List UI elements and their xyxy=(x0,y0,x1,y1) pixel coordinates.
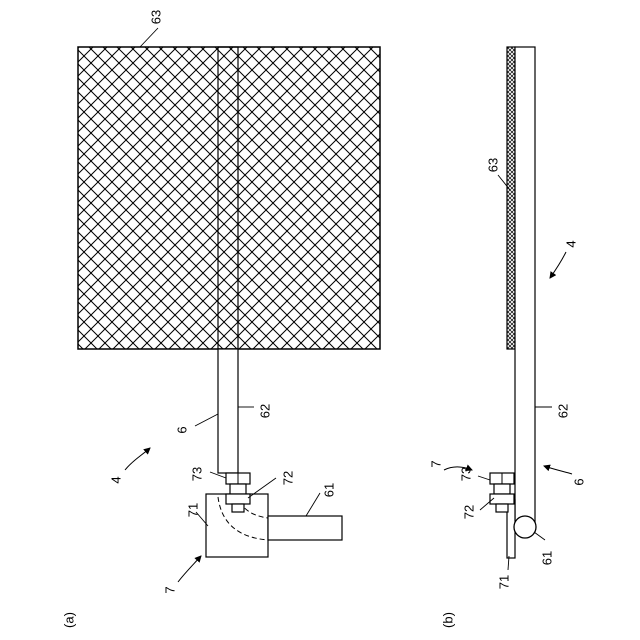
label-7: 7 xyxy=(162,586,177,593)
bolt-tip-side xyxy=(496,504,508,512)
label-b-71: 71 xyxy=(496,575,511,589)
leader-61 xyxy=(306,493,320,516)
handle-cross-section xyxy=(514,516,536,538)
bolt-body xyxy=(230,484,246,494)
nut-bottom xyxy=(226,494,250,504)
handle xyxy=(268,516,342,540)
mesh-strip xyxy=(507,47,515,349)
label-72: 72 xyxy=(280,471,295,485)
panel-a: 63 62 6 4 73 72 71 61 7 (a) xyxy=(61,10,380,628)
panel-b: 63 4 62 6 73 7 72 71 61 (b) xyxy=(428,47,586,628)
panel-caption-b: (b) xyxy=(440,612,455,628)
label-b-72: 72 xyxy=(461,505,476,519)
label-62: 62 xyxy=(257,404,272,418)
panel-caption-a: (a) xyxy=(61,612,76,628)
label-4: 4 xyxy=(108,476,123,483)
ref-arrow-b-4 xyxy=(550,252,566,278)
bolt-side xyxy=(494,484,510,494)
label-b-62: 62 xyxy=(555,404,570,418)
leader-b-73 xyxy=(478,476,490,480)
rod-side xyxy=(515,47,535,525)
leader-b-61 xyxy=(534,532,545,540)
ref-arrow-4 xyxy=(125,448,150,470)
leader-6 xyxy=(195,414,218,426)
bolt-tip xyxy=(232,504,244,512)
label-b-61: 61 xyxy=(539,551,554,565)
ref-arrow-7 xyxy=(178,556,201,582)
label-73: 73 xyxy=(189,467,204,481)
label-6: 6 xyxy=(174,426,189,433)
mesh-sheet xyxy=(78,47,380,349)
label-63: 63 xyxy=(148,10,163,24)
label-b-73: 73 xyxy=(458,467,473,481)
label-b-63: 63 xyxy=(485,158,500,172)
label-b-7: 7 xyxy=(428,460,443,467)
label-61: 61 xyxy=(321,483,336,497)
ref-arrow-b-6 xyxy=(544,466,572,474)
label-71: 71 xyxy=(185,503,200,517)
nut-bottom-side xyxy=(490,494,514,504)
rod-below-mesh xyxy=(218,349,238,473)
label-b-6: 6 xyxy=(571,478,586,485)
label-b-4: 4 xyxy=(563,240,578,247)
leader-63 xyxy=(140,28,158,47)
